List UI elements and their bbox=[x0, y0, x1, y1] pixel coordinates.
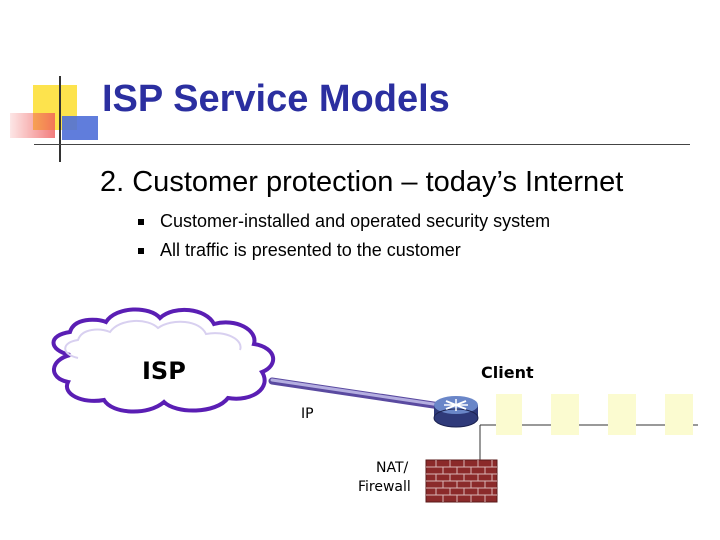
decor-red-bar bbox=[10, 113, 55, 138]
bullet-text: Customer-installed and operated security… bbox=[160, 211, 551, 231]
isp-label: ISP bbox=[142, 357, 186, 385]
client-network bbox=[479, 394, 698, 462]
host-icon bbox=[665, 394, 693, 435]
bullet-square-icon bbox=[138, 248, 144, 254]
bullet-text: All traffic is presented to the customer bbox=[160, 240, 461, 260]
firewall-label-line2: Firewall bbox=[358, 479, 411, 495]
decor-blue-square bbox=[62, 116, 98, 140]
host-icon bbox=[496, 394, 522, 435]
bullet-square-icon bbox=[138, 219, 144, 225]
host-icon bbox=[551, 394, 579, 435]
decor-horizontal-line bbox=[34, 144, 690, 145]
slide-title: ISP Service Models bbox=[102, 78, 450, 120]
isp-cloud-icon bbox=[51, 307, 275, 414]
bullet-list: Customer-installed and operated security… bbox=[138, 207, 550, 265]
bullet-item: All traffic is presented to the customer bbox=[138, 236, 550, 265]
host-icon bbox=[608, 394, 636, 435]
decor-vertical-line bbox=[59, 76, 61, 162]
bullet-item: Customer-installed and operated security… bbox=[138, 207, 550, 236]
router-icon bbox=[433, 396, 479, 428]
slide-subtitle: 2. Customer protection – today’s Interne… bbox=[100, 166, 624, 198]
firewall-icon bbox=[425, 459, 498, 503]
client-label: Client bbox=[481, 363, 534, 382]
firewall-label-line1: NAT/ bbox=[376, 460, 409, 476]
ip-link-label: IP bbox=[301, 406, 314, 422]
